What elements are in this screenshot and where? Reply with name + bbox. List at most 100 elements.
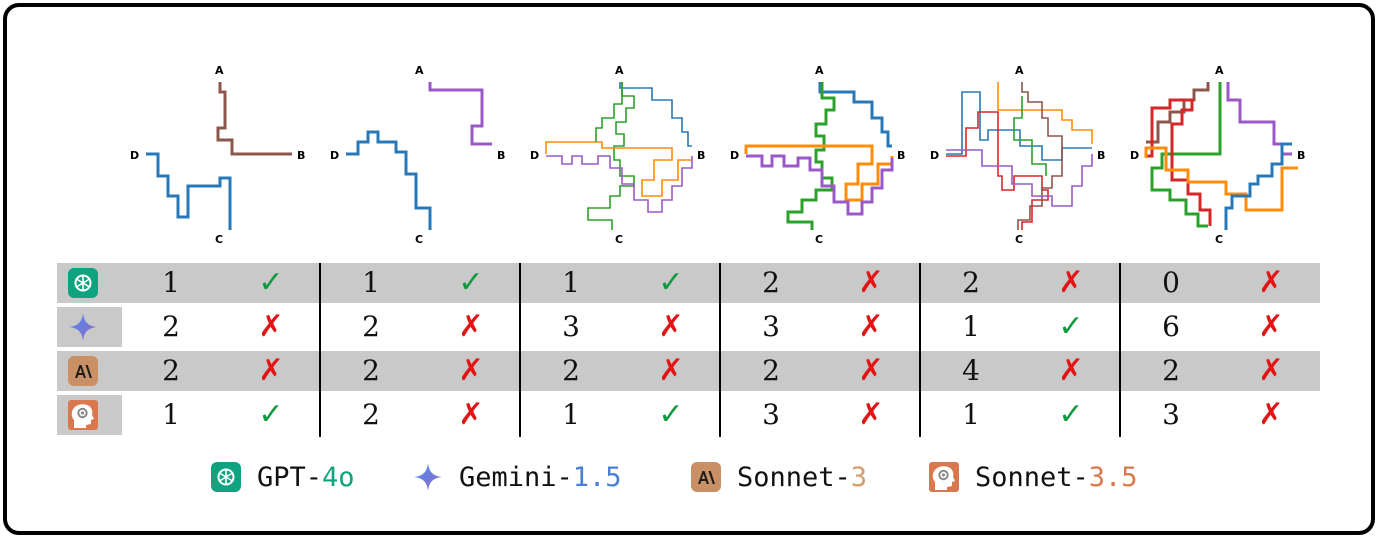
path-green — [1150, 82, 1222, 228]
attempt-count: 3 — [1162, 398, 1180, 431]
path-purple — [946, 149, 1093, 207]
attempt-count: 6 — [1162, 310, 1180, 343]
path-green — [1013, 96, 1047, 176]
attempt-count: 2 — [762, 266, 780, 299]
failure-cross-icon: ✗ — [458, 309, 484, 344]
diagram-panel-6: A B C D — [1130, 64, 1305, 246]
attempt-count: 1 — [962, 310, 980, 343]
label-d: D — [1130, 149, 1139, 162]
row-band-1 — [57, 263, 1320, 303]
path-blue — [818, 82, 892, 148]
success-check-icon: ✓ — [658, 397, 684, 432]
path-green — [786, 82, 836, 230]
failure-cross-icon: ✗ — [858, 353, 884, 388]
diagram-panel-4: A B C D — [730, 64, 905, 246]
failure-cross-icon: ✗ — [1058, 353, 1084, 388]
success-check-icon: ✓ — [658, 265, 684, 300]
label-a: A — [415, 64, 424, 77]
diagram-panel-2: A B C D — [330, 64, 505, 246]
path-blue — [346, 130, 432, 230]
path-blue — [1224, 142, 1292, 230]
attempt-count: 4 — [962, 354, 980, 387]
attempt-count: 2 — [362, 310, 380, 343]
failure-cross-icon: ✗ — [858, 309, 884, 344]
label-d: D — [930, 149, 939, 162]
path-orange — [545, 141, 692, 197]
path-blue — [619, 82, 692, 147]
label-c: C — [415, 233, 423, 246]
label-c: C — [1015, 233, 1023, 246]
column-divider — [719, 263, 721, 437]
label-c: C — [215, 233, 223, 246]
path-diagrams: A B C D A B C D A B C D A B C D A — [0, 0, 1384, 260]
failure-cross-icon: ✗ — [258, 309, 284, 344]
path-orange — [744, 144, 894, 202]
label-b: B — [297, 149, 305, 162]
attempt-count: 0 — [1162, 266, 1180, 299]
failure-cross-icon: ✗ — [1258, 265, 1284, 300]
column-divider — [519, 263, 521, 437]
path-orange — [1144, 146, 1298, 212]
attempt-count: 1 — [162, 398, 180, 431]
legend-label-sonnet-35: Sonnet-3.5 — [975, 461, 1138, 493]
failure-cross-icon: ✗ — [458, 353, 484, 388]
label-c: C — [1215, 233, 1223, 246]
openai-logo-icon — [211, 462, 241, 492]
success-check-icon: ✓ — [1058, 309, 1084, 344]
label-a: A — [615, 64, 624, 77]
label-a: A — [815, 64, 824, 77]
column-divider — [1119, 263, 1121, 437]
head-gear-icon — [929, 462, 959, 492]
label-a: A — [1215, 64, 1224, 77]
diagram-panel-5: A B C D — [930, 64, 1105, 246]
label-d: D — [130, 149, 139, 162]
column-divider — [319, 263, 321, 437]
failure-cross-icon: ✗ — [1058, 265, 1084, 300]
attempt-count: 2 — [562, 354, 580, 387]
failure-cross-icon: ✗ — [858, 265, 884, 300]
diagram-panel-1: A B C D — [130, 64, 305, 246]
label-b: B — [497, 149, 505, 162]
legend-label-gpt: GPT-4o — [257, 461, 355, 493]
failure-cross-icon: ✗ — [258, 353, 284, 388]
attempt-count: 2 — [362, 398, 380, 431]
failure-cross-icon: ✗ — [1258, 309, 1284, 344]
path-green-2 — [595, 82, 623, 142]
head-gear-icon — [68, 400, 98, 430]
failure-cross-icon: ✗ — [858, 397, 884, 432]
label-c: C — [815, 233, 823, 246]
path-brown — [1146, 82, 1210, 144]
row-band-3 — [57, 351, 1320, 391]
diagram-panel-3: A B C D — [530, 64, 705, 246]
path-purple — [546, 155, 693, 213]
label-d: D — [730, 149, 739, 162]
openai-logo-icon — [68, 268, 98, 298]
attempt-count: 2 — [762, 354, 780, 387]
failure-cross-icon: ✗ — [1258, 397, 1284, 432]
legend-item-sonnet-3: Sonnet-3 — [691, 460, 867, 494]
legend-label-sonnet-3: Sonnet-3 — [737, 461, 868, 493]
label-b: B — [897, 149, 905, 162]
label-b: B — [1097, 149, 1105, 162]
column-divider — [919, 263, 921, 437]
success-check-icon: ✓ — [1058, 397, 1084, 432]
attempt-count: 2 — [1162, 354, 1180, 387]
attempt-count: 3 — [762, 398, 780, 431]
attempt-count: 2 — [362, 354, 380, 387]
success-check-icon: ✓ — [258, 265, 284, 300]
label-a: A — [1015, 64, 1024, 77]
success-check-icon: ✓ — [258, 397, 284, 432]
attempt-count: 1 — [362, 266, 380, 299]
attempt-count: 1 — [562, 266, 580, 299]
path-brown — [1017, 82, 1063, 230]
label-c: C — [615, 233, 623, 246]
failure-cross-icon: ✗ — [1258, 353, 1284, 388]
path-red — [946, 111, 1049, 230]
gemini-sparkle-icon — [414, 463, 442, 491]
label-b: B — [1297, 149, 1305, 162]
legend-item-gemini: Gemini-1.5 — [413, 460, 622, 494]
legend-label-gemini: Gemini-1.5 — [459, 461, 622, 493]
attempt-count: 3 — [762, 310, 780, 343]
label-d: D — [330, 149, 339, 162]
